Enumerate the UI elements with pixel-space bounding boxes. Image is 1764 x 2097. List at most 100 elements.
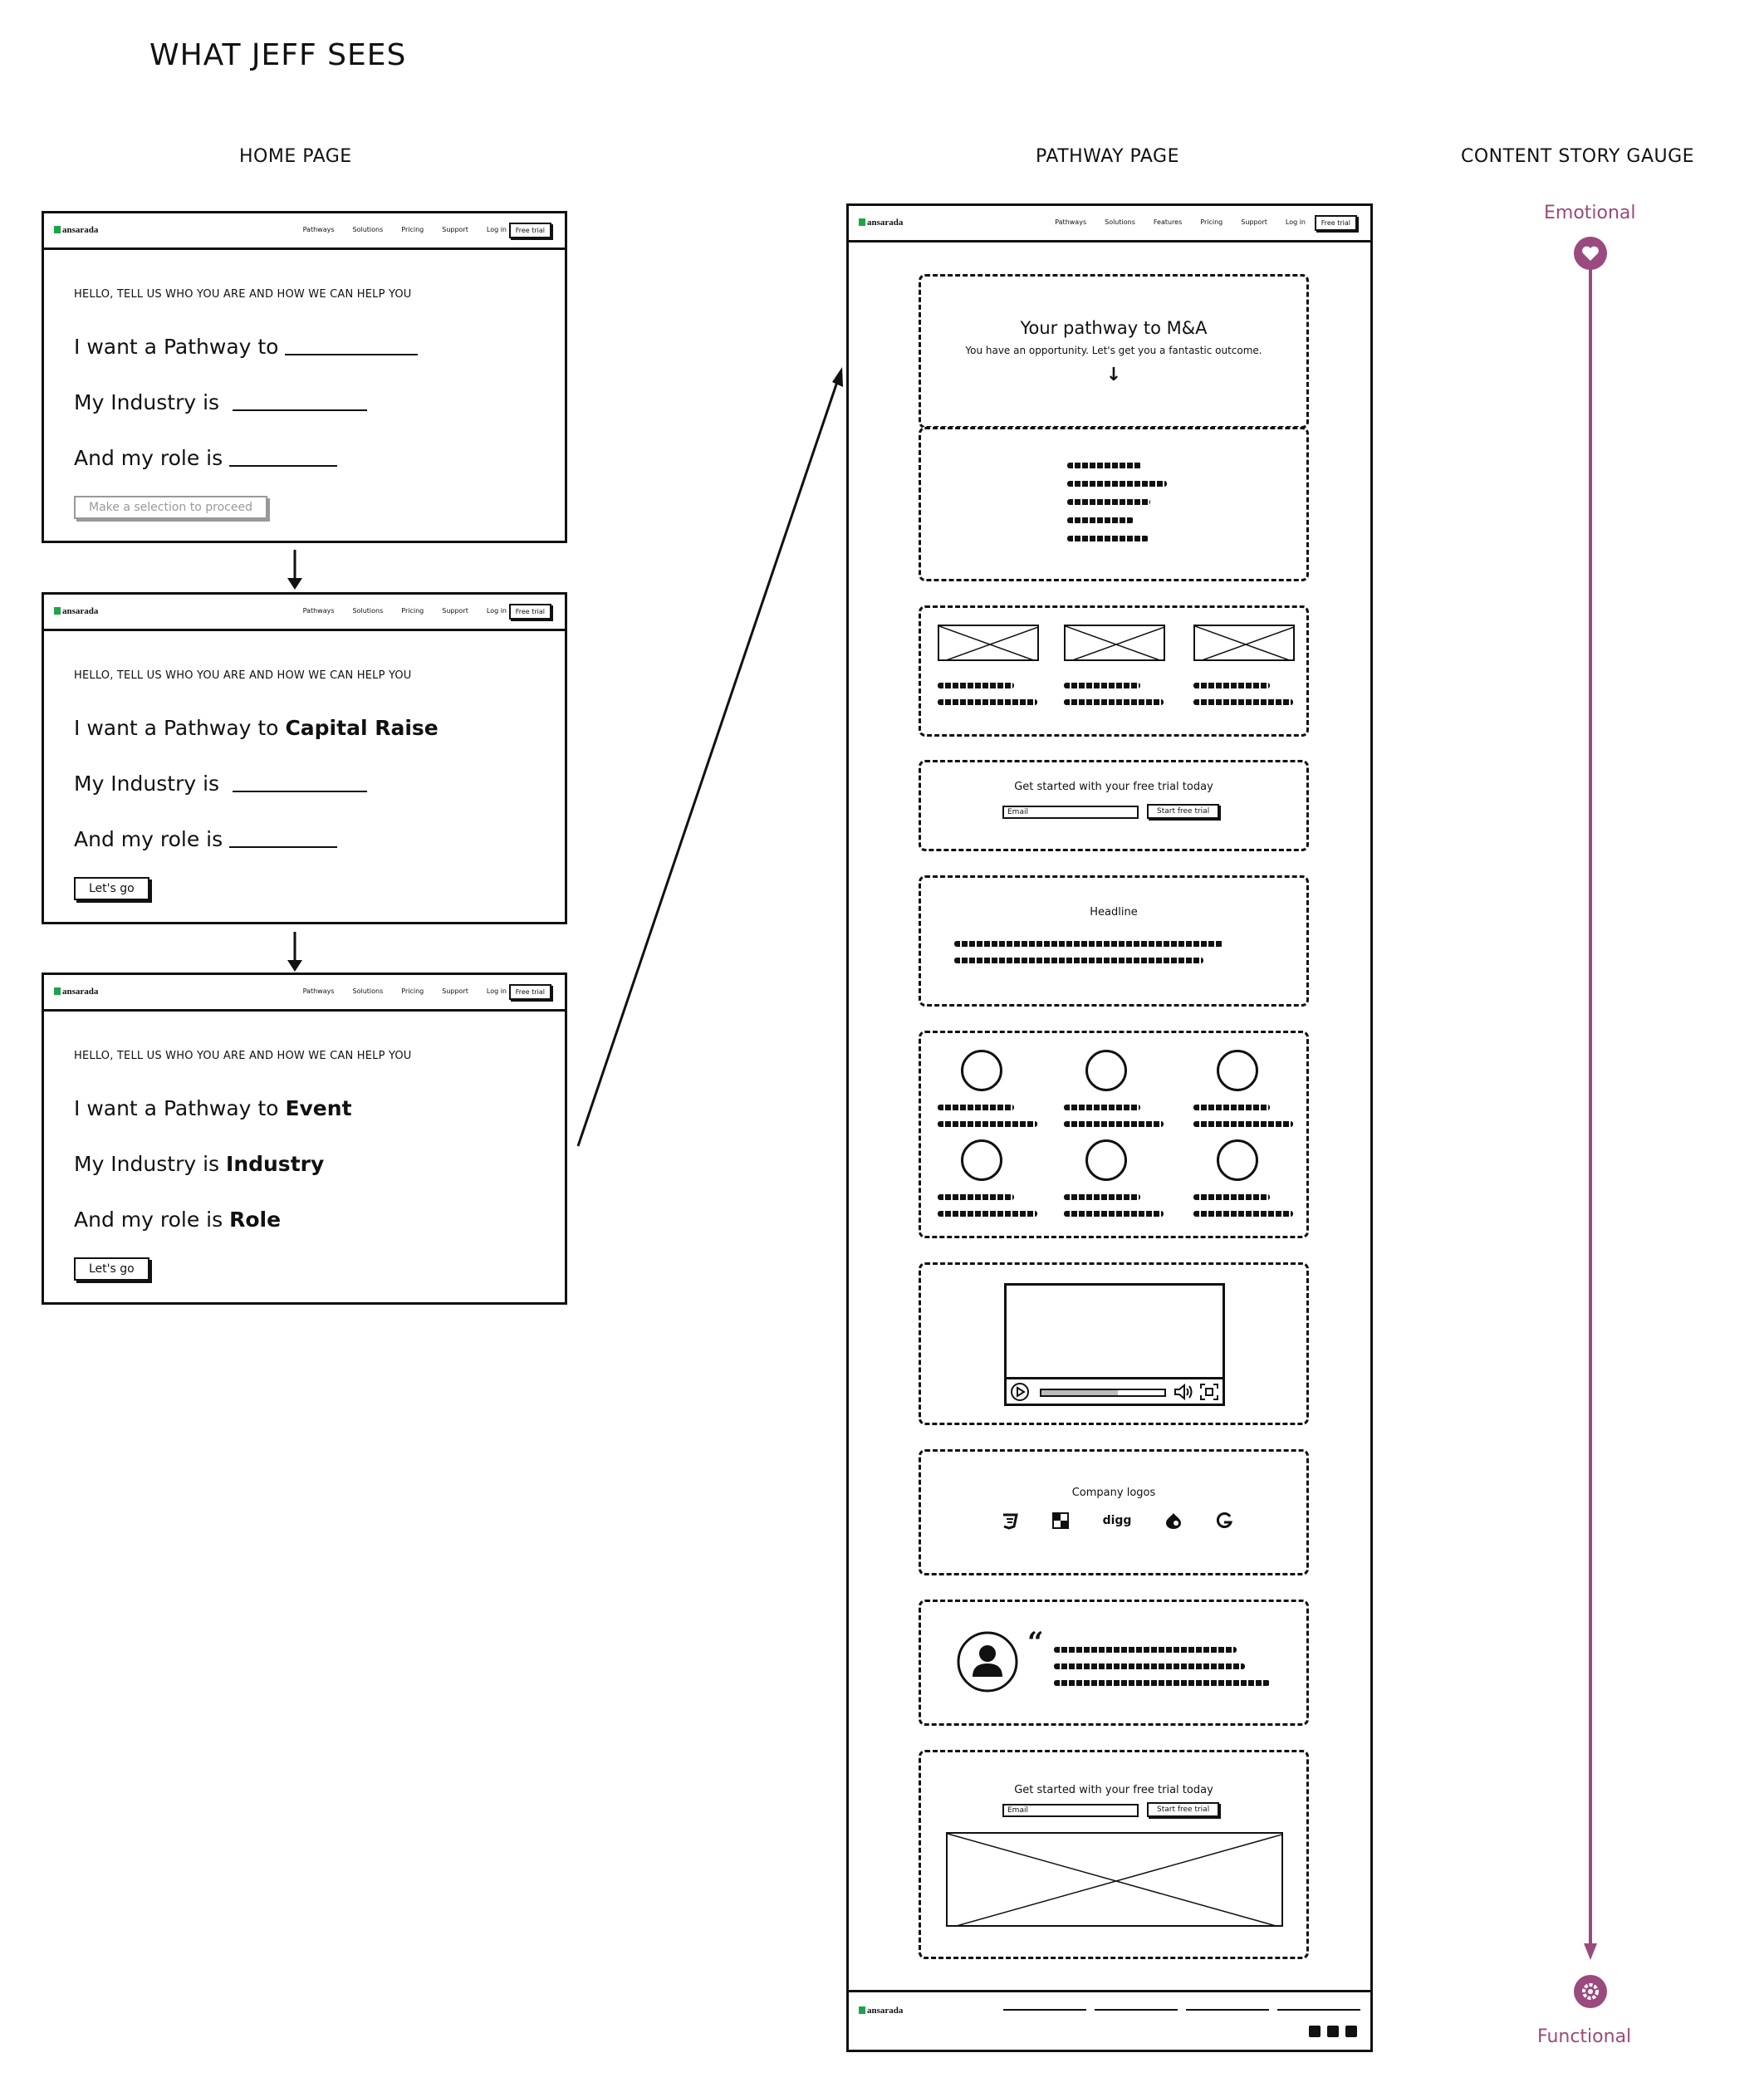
avatar-circle: [1217, 1050, 1258, 1091]
nav-login[interactable]: Log in: [486, 987, 507, 995]
nav-login[interactable]: Log in: [1285, 218, 1306, 226]
pathway-value[interactable]: Capital Raise: [285, 716, 439, 740]
industry-blank[interactable]: [233, 791, 368, 792]
text-scribble: [1067, 517, 1134, 523]
footer-link-placeholder[interactable]: [1277, 2009, 1360, 2011]
free-trial-button[interactable]: Free trial: [1314, 215, 1357, 231]
text-scribble: [1067, 481, 1167, 487]
headline-text: Headline: [1090, 906, 1138, 919]
video-section: [919, 1262, 1309, 1425]
text-scribble: [938, 1211, 1037, 1217]
nav-support[interactable]: Support: [442, 607, 468, 615]
text-scribble: [1064, 683, 1140, 688]
nav-login[interactable]: Log in: [486, 607, 507, 615]
nav-pathways[interactable]: Pathways: [302, 987, 335, 995]
twitter-icon[interactable]: [1345, 2026, 1357, 2037]
home-page-column-title: HOME PAGE: [239, 146, 352, 167]
nav-support[interactable]: Support: [442, 987, 468, 995]
home-frame-initial: ansarada Pathways Solutions Pricing Supp…: [42, 211, 567, 543]
role-value[interactable]: Role: [229, 1208, 282, 1232]
industry-value[interactable]: Industry: [226, 1152, 325, 1176]
feature-cards-section: [919, 605, 1309, 737]
footer-logo[interactable]: ansarada: [859, 2006, 903, 2016]
free-trial-button[interactable]: Free trial: [508, 604, 551, 620]
text-scribble: [954, 958, 1203, 963]
nav-pricing[interactable]: Pricing: [401, 987, 424, 995]
text-scribble: [938, 1121, 1037, 1127]
nav-support[interactable]: Support: [1241, 218, 1267, 226]
start-trial-button[interactable]: Start free trial: [1147, 804, 1220, 819]
hello-text: HELLO, TELL US WHO YOU ARE AND HOW WE CA…: [74, 288, 412, 301]
pathway-page-column-title: PATHWAY PAGE: [1036, 146, 1179, 167]
footer-link-placeholder[interactable]: [1186, 2009, 1269, 2011]
text-scribble: [938, 1105, 1014, 1110]
text-scribble: [1193, 699, 1293, 705]
free-trial-button[interactable]: Free trial: [508, 984, 551, 1000]
logo[interactable]: ansarada: [54, 606, 98, 616]
text-scribble: [1193, 683, 1270, 688]
pathway-line: I want a Pathway to Capital Raise: [74, 716, 439, 740]
nav-pathways[interactable]: Pathways: [302, 226, 335, 233]
avatar-circle: [1217, 1139, 1258, 1181]
pathway-blank[interactable]: [285, 354, 419, 355]
nav-solutions[interactable]: Solutions: [352, 607, 384, 615]
nav-pricing[interactable]: Pricing: [401, 226, 424, 233]
nav-solutions[interactable]: Solutions: [1105, 218, 1135, 226]
video-player[interactable]: [1004, 1283, 1225, 1406]
gauge-column-title: CONTENT STORY GAUGE: [1461, 146, 1695, 167]
nav-support[interactable]: Support: [442, 226, 468, 233]
hello-text: HELLO, TELL US WHO YOU ARE AND HOW WE CA…: [74, 669, 412, 682]
nav-login[interactable]: Log in: [486, 226, 507, 233]
footer-link-placeholder[interactable]: [1003, 2009, 1086, 2011]
lets-go-button[interactable]: Let's go: [74, 1257, 149, 1281]
nav-pricing[interactable]: Pricing: [401, 607, 424, 615]
nav-pathways[interactable]: Pathways: [302, 607, 335, 615]
image-placeholder: [1064, 625, 1165, 661]
intro-text-section: [919, 427, 1309, 581]
volume-icon[interactable]: [1173, 1383, 1194, 1401]
nav-solutions[interactable]: Solutions: [352, 226, 384, 233]
proceed-button-disabled[interactable]: Make a selection to proceed: [74, 496, 267, 519]
footer-link-placeholder[interactable]: [1095, 2009, 1178, 2011]
google-icon: [1216, 1512, 1233, 1528]
nav-pathways[interactable]: Pathways: [1055, 218, 1087, 226]
text-scribble: [1067, 463, 1142, 468]
start-trial-button[interactable]: Start free trial: [1147, 1802, 1220, 1817]
industry-line: My Industry is: [74, 390, 368, 414]
hero-subtitle: You have an opportunity. Let's get you a…: [965, 345, 1262, 356]
video-progress-bar[interactable]: [1040, 1389, 1166, 1397]
play-icon[interactable]: [1010, 1382, 1030, 1402]
pathway-value[interactable]: Event: [285, 1096, 352, 1120]
fullscreen-icon[interactable]: [1199, 1383, 1219, 1401]
role-blank[interactable]: [229, 846, 338, 848]
home-frame-event: ansarada Pathways Solutions Pricing Supp…: [42, 973, 567, 1305]
gauge-bottom-label: Functional: [1537, 2026, 1632, 2047]
text-scribble: [1054, 1647, 1237, 1653]
logo[interactable]: ansarada: [54, 225, 98, 235]
flow-arrow-2: [287, 932, 302, 972]
logo[interactable]: ansarada: [54, 987, 98, 997]
role-line: And my role is: [74, 446, 338, 470]
role-blank[interactable]: [229, 465, 338, 467]
home-frame-capital-raise: ansarada Pathways Solutions Pricing Supp…: [42, 592, 567, 924]
nav-links: Pathways Solutions Pricing Support Log i…: [303, 607, 507, 615]
facebook-icon[interactable]: [1327, 2026, 1339, 2037]
nav-links: Pathways Solutions Pricing Support Log i…: [303, 987, 507, 995]
text-scribble: [1193, 1211, 1293, 1217]
logos-title: Company logos: [1071, 1487, 1156, 1499]
text-scribble: [1193, 1194, 1270, 1200]
industry-line: My Industry is Industry: [74, 1152, 325, 1176]
free-trial-button[interactable]: Free trial: [508, 223, 551, 238]
text-scribble: [938, 683, 1014, 688]
email-input[interactable]: Email: [1002, 806, 1139, 819]
nav-features[interactable]: Features: [1153, 218, 1183, 226]
linkedin-icon[interactable]: [1309, 2026, 1321, 2037]
email-input[interactable]: Email: [1002, 1804, 1139, 1817]
nav-pricing[interactable]: Pricing: [1200, 218, 1223, 226]
logo-row: digg: [1001, 1512, 1233, 1530]
industry-blank[interactable]: [233, 409, 368, 411]
logo[interactable]: ansarada: [859, 218, 903, 228]
gauge-top-label: Emotional: [1544, 203, 1636, 223]
nav-solutions[interactable]: Solutions: [352, 987, 384, 995]
lets-go-button[interactable]: Let's go: [74, 877, 149, 900]
